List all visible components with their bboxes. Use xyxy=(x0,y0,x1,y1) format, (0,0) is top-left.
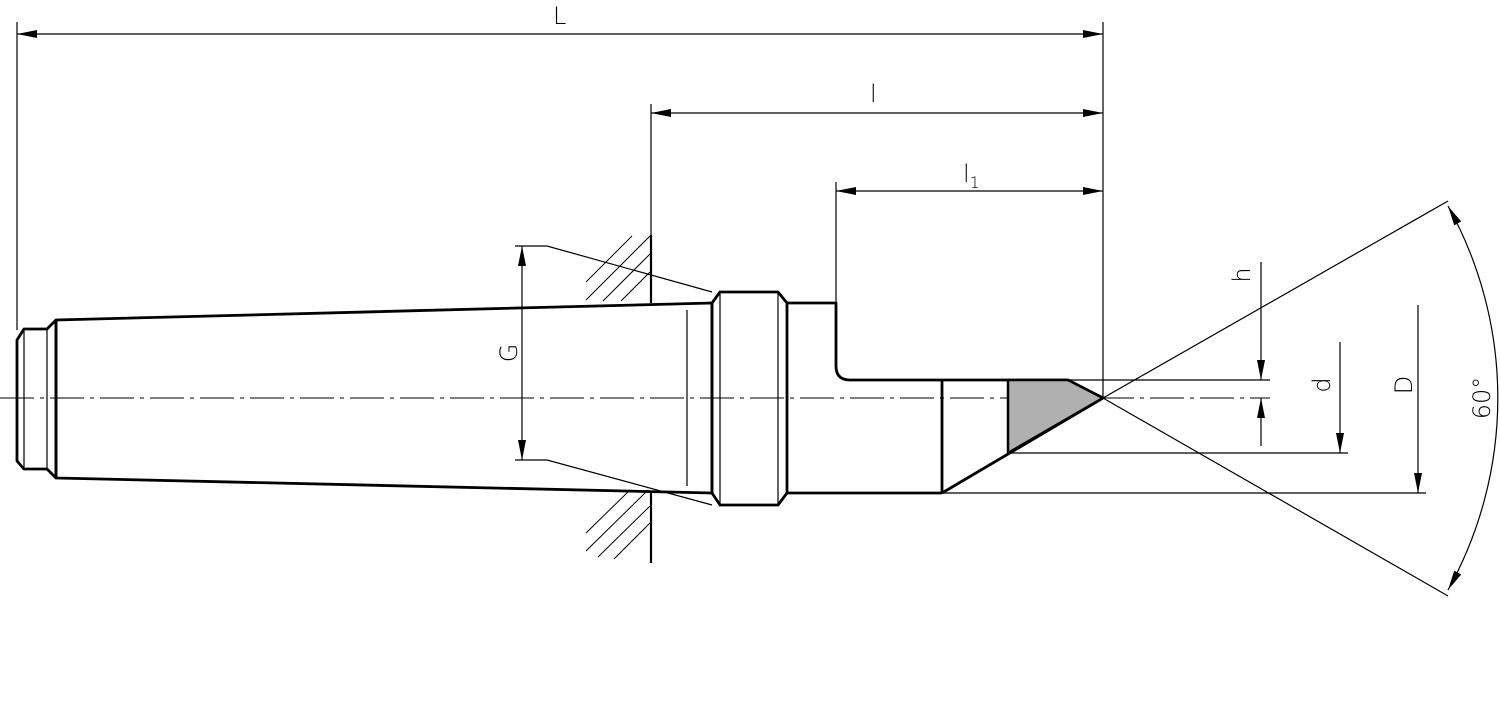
dimension-l1 xyxy=(835,182,1103,303)
dimension-l xyxy=(650,104,1103,235)
dimension-D xyxy=(942,305,1426,494)
dimension-angle xyxy=(1102,200,1499,597)
dimension-G-label: G xyxy=(495,344,523,363)
dimension-l-label: l xyxy=(870,80,877,108)
dimension-l1-label: l1 xyxy=(963,160,980,192)
dimension-angle-label: 60° xyxy=(1468,377,1496,420)
dimension-G xyxy=(515,245,713,506)
dimension-L-label: L xyxy=(553,2,566,30)
carbide-insert xyxy=(1006,378,1105,455)
dimension-L xyxy=(16,22,1104,398)
dimension-d xyxy=(1008,342,1348,454)
dimension-h-label: h xyxy=(1228,267,1256,282)
dimension-d-label: d xyxy=(1308,377,1336,392)
dimension-h xyxy=(1068,262,1270,446)
spindle-wall xyxy=(585,235,653,563)
dimension-D-label: D xyxy=(1390,376,1418,394)
